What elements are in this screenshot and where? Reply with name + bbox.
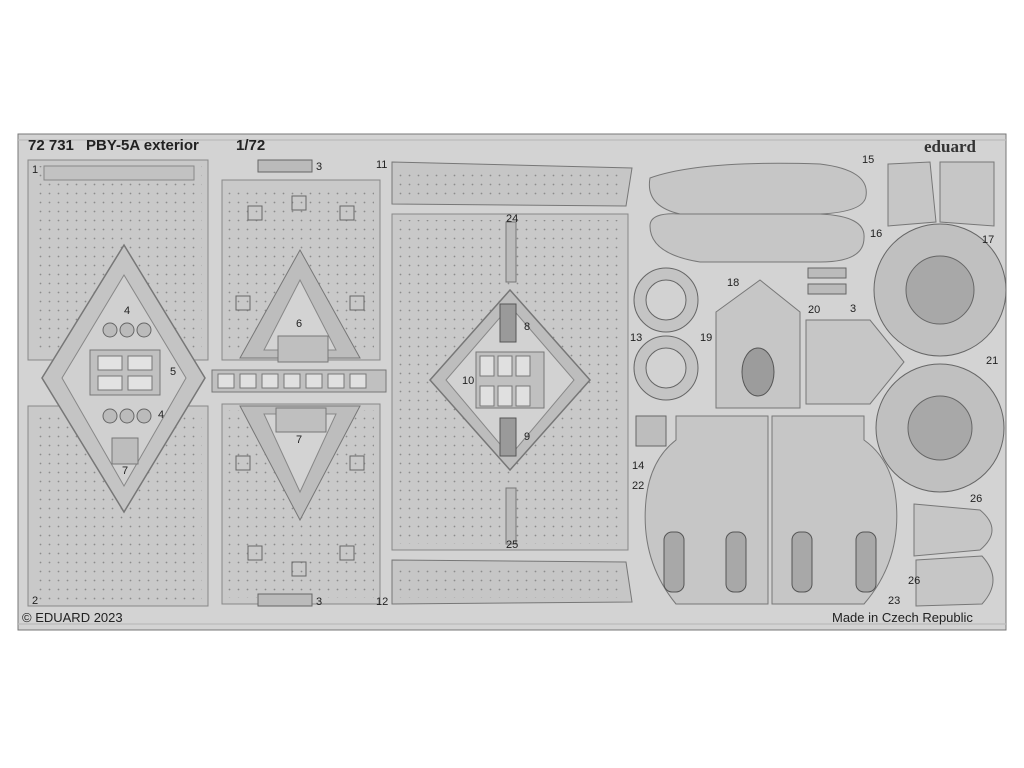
part-12 (391, 559, 633, 605)
part-label: 4 (158, 409, 165, 421)
origin: Made in Czech Republic (832, 610, 973, 625)
part-diamond-left (41, 243, 206, 514)
part-label: 3 (850, 303, 857, 315)
part-label: 22 (632, 480, 645, 492)
part-11 (391, 161, 633, 207)
part-17 (887, 161, 995, 227)
part-label: 14 (632, 460, 645, 472)
part-label: 5 (170, 366, 177, 378)
part-label: 9 (524, 431, 531, 443)
part-21 (873, 223, 1007, 493)
part-label: 19 (700, 332, 713, 344)
brand-logo: eduard (924, 137, 976, 156)
part-label: 10 (462, 375, 475, 387)
part-label: 23 (888, 595, 901, 607)
part-2 (27, 405, 209, 607)
part-label: 13 (630, 332, 643, 344)
part-label: 8 (524, 321, 531, 333)
part-label: 1 (32, 164, 39, 176)
part-label: 4 (124, 305, 131, 317)
sheet-code: 72 731 (28, 137, 74, 154)
part-label: 17 (982, 234, 995, 246)
part-3 (257, 159, 847, 607)
part-label: 15 (862, 154, 875, 166)
part-label: 12 (376, 596, 389, 608)
part-16 (649, 213, 865, 263)
part-label: 6 (296, 318, 303, 330)
part-label: 20 (808, 304, 821, 316)
part-15 (648, 162, 867, 215)
part-label: 24 (506, 213, 519, 225)
part-label: 7 (122, 465, 129, 477)
copyright: © EDUARD 2023 (22, 610, 123, 625)
part-label: 18 (727, 277, 740, 289)
part-13 (633, 267, 699, 401)
part-label: 26 (970, 493, 983, 505)
part-6-panel (221, 179, 381, 363)
part-label: 7 (296, 434, 303, 446)
part-label: 3 (316, 161, 323, 173)
part-label: 25 (506, 539, 519, 551)
part-label: 26 (908, 575, 921, 587)
part-label: 16 (870, 228, 883, 240)
part-label: 3 (316, 596, 323, 608)
part-22 (644, 415, 898, 605)
part-7-panel (221, 403, 381, 605)
sheet-scale: 1/72 (236, 137, 266, 154)
part-label: 21 (986, 355, 999, 367)
part-label: 11 (376, 159, 388, 171)
part-14 (635, 415, 667, 447)
part-20 (805, 319, 905, 405)
part-label: 2 (32, 595, 39, 607)
sheet-title: PBY-5A exterior (86, 137, 199, 154)
part-26 (913, 503, 994, 607)
part-18 (715, 279, 801, 409)
part-center-panel (391, 213, 629, 551)
